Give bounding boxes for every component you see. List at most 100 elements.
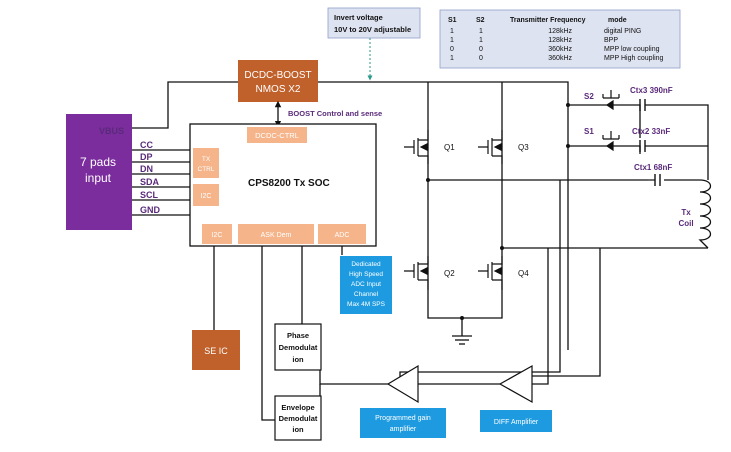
mode-table-cell: 0 — [450, 46, 454, 53]
transistor-q3 — [478, 130, 503, 164]
invert-voltage-note — [327, 7, 421, 39]
pin-vbus: VBUS — [99, 126, 124, 136]
envelope-demod-block — [274, 395, 322, 441]
adc-channel-label-5: Max 4M SPS — [347, 301, 386, 308]
se-ic-block — [192, 330, 240, 370]
label-ctx2: Ctx2 33nF — [632, 127, 670, 136]
coil-label-2: Coil — [678, 219, 693, 228]
adc-label: ADC — [335, 232, 350, 239]
phase-demod-block — [274, 323, 322, 371]
tx-coil — [698, 179, 712, 249]
phase-demod-label-2: Demodulat — [279, 343, 318, 352]
mode-table-cell: 360kHz — [548, 55, 572, 62]
coil-label-1: Tx — [681, 208, 691, 217]
mode-table — [439, 9, 681, 69]
label-s1: S1 — [584, 127, 594, 136]
transistor-q2 — [404, 256, 429, 290]
envelope-demod-label-3: ion — [292, 425, 304, 434]
switch-s2 — [600, 90, 622, 111]
adc-channel-label-4: Channel — [354, 291, 379, 298]
mode-table-cell: 360kHz — [548, 46, 572, 53]
pin-labels: VBUS CC DP DN SDA SCL GND — [99, 126, 161, 215]
mode-table-cell: 1 — [479, 28, 483, 35]
label-ctx3: Ctx3 390nF — [630, 86, 673, 95]
diff-amp-label: DIFF Amplifier — [494, 419, 539, 426]
mode-table-header: S1 S2 Transmitter Frequency mode — [448, 17, 627, 24]
mode-table-cell: MPP High coupling — [604, 55, 664, 62]
mode-table-header-s1: S1 — [448, 17, 457, 24]
ask-dem-block — [238, 224, 314, 244]
prog-gain-amp-block — [360, 408, 446, 438]
mode-table-header-s2: S2 — [476, 17, 485, 24]
adc-channel-block — [340, 256, 392, 314]
dcdc-ctrl-label: DCDC-CTRL — [255, 131, 299, 140]
label-q3: Q3 — [518, 143, 529, 152]
pin-gnd: GND — [140, 205, 161, 215]
tx-ctrl-label-2: CTRL — [198, 166, 215, 173]
label-ctx1: Ctx1 68nF — [634, 163, 672, 172]
mode-table-cell: BPP — [604, 37, 618, 44]
capacitor-ctx2 — [639, 140, 668, 152]
i2c-bottom-label: I2C — [212, 232, 223, 239]
soc-title: CPS8200 Tx SOC — [248, 178, 330, 189]
adc-channel-label-3: ADC Input — [351, 281, 381, 288]
label-q2: Q2 — [444, 269, 455, 278]
i2c-bottom-block — [202, 224, 232, 244]
capacitor-ctx3 — [639, 99, 668, 111]
mode-table-cell: digital PING — [604, 28, 641, 35]
ask-dem-label: ASK Dem — [261, 232, 292, 239]
adc-channel-label-2: High Speed — [349, 271, 383, 278]
adc-channel-label-1: Dedicated — [351, 261, 381, 268]
capacitor-ctx1 — [648, 174, 661, 186]
diff-amp-symbol — [498, 364, 533, 404]
pin-sda: SDA — [140, 177, 160, 187]
prog-gain-amp-label-2: amplifier — [390, 426, 417, 433]
boost-control-label: BOOST Control and sense — [288, 109, 382, 118]
dcdc-boost-label-2: NMOS X2 — [255, 84, 300, 95]
prog-gain-amp-symbol — [386, 364, 419, 404]
phase-demod-label-1: Phase — [287, 331, 309, 340]
envelope-demod-label-1: Envelope — [281, 403, 314, 412]
mode-table-cell: 1 — [450, 28, 454, 35]
i2c-left-block — [193, 184, 219, 206]
dcdc-ctrl-block — [247, 127, 307, 143]
mode-table-cell: 0 — [479, 46, 483, 53]
ground-symbol — [452, 335, 472, 345]
phase-demod-label-3: ion — [292, 355, 304, 364]
invert-voltage-label-1: Invert voltage — [334, 13, 383, 22]
invert-voltage-label-2: 10V to 20V adjustable — [334, 25, 411, 34]
label-s2: S2 — [584, 92, 594, 101]
mode-table-cell: 1 — [450, 37, 454, 44]
pin-cc: CC — [140, 140, 153, 150]
mode-table-cell: MPP low coupling — [604, 46, 660, 53]
pin-dp: DP — [140, 152, 153, 162]
pads-input-label-2: input — [85, 171, 112, 185]
dcdc-boost-block — [238, 60, 318, 102]
envelope-demod-label-2: Demodulat — [279, 414, 318, 423]
pads-input-block — [66, 114, 132, 230]
junction-dots — [426, 103, 570, 320]
label-q1: Q1 — [444, 143, 455, 152]
transistor-q4 — [478, 256, 503, 290]
transistor-q1 — [404, 130, 429, 164]
tx-ctrl-label-1: TX — [202, 156, 211, 163]
pin-dn: DN — [140, 164, 153, 174]
mode-table-cell: 1 — [450, 55, 454, 62]
mode-table-header-mode: mode — [608, 17, 627, 24]
mode-table-cell: 0 — [479, 55, 483, 62]
mode-table-header-freq: Transmitter Frequency — [510, 17, 586, 24]
adc-block — [318, 224, 366, 244]
se-ic-label: SE IC — [204, 346, 228, 356]
pads-input-label-1: 7 pads — [80, 155, 116, 169]
diff-amp-block — [480, 410, 552, 432]
i2c-left-label: I2C — [201, 193, 212, 200]
mode-table-cell: 128kHz — [548, 37, 572, 44]
pin-scl: SCL — [140, 190, 159, 200]
mode-table-cell: 1 — [479, 37, 483, 44]
mode-table-cell: 128kHz — [548, 28, 572, 35]
label-q4: Q4 — [518, 269, 529, 278]
dcdc-boost-label-1: DCDC-BOOST — [244, 70, 311, 81]
mode-table-body: 1 1 128kHz digital PING 1 1 128kHz BPP 0… — [450, 28, 664, 62]
